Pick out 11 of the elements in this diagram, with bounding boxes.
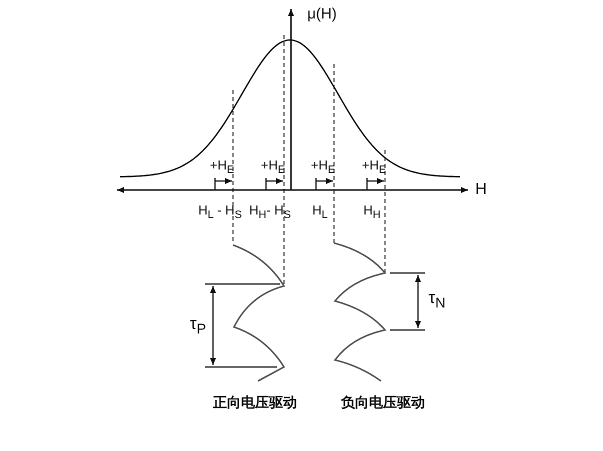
tick-label: H$_{H}$- H$_{S}$ [249, 203, 291, 221]
dimension-label: τ$_{N}$ [428, 289, 446, 311]
field-label: +H$_{E}$ [210, 158, 234, 176]
caption: 正向电压驱动 [213, 396, 297, 410]
dimension-label: τ$_{P}$ [190, 315, 206, 337]
caption: 负向电压驱动 [341, 396, 425, 410]
field-label: +H$_{E}$ [260, 158, 286, 176]
tick-label: H$_{L}$ [312, 203, 328, 221]
axis-label: H [475, 182, 487, 198]
axis-label: μ(H) [307, 6, 337, 22]
tick-label: H$_{H}$ [363, 203, 381, 221]
